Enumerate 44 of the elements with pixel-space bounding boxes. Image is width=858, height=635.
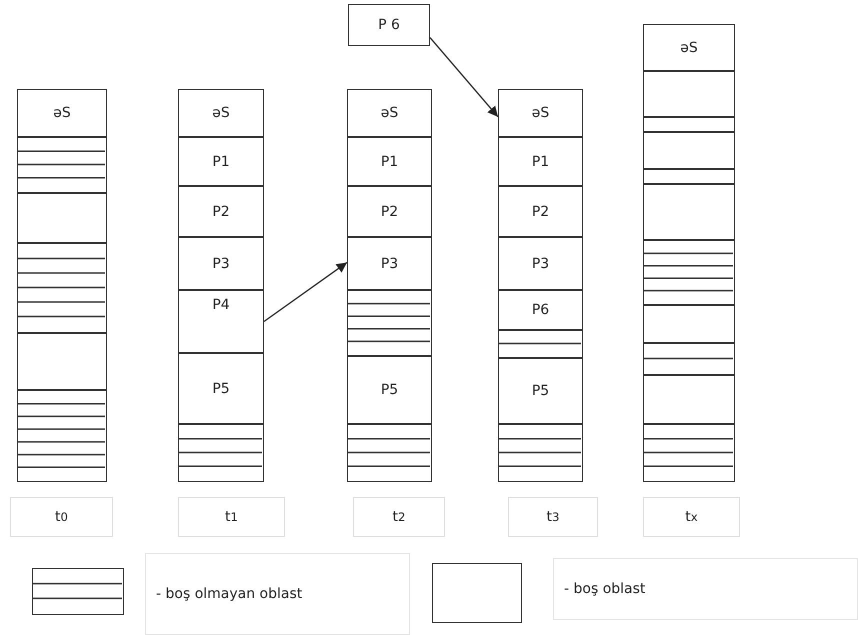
memory-cell: P5	[498, 358, 583, 424]
occupied-memory-block	[643, 424, 735, 482]
occupied-memory-block	[643, 240, 735, 305]
memory-cell: P2	[178, 186, 264, 237]
occupied-memory-block	[498, 424, 583, 482]
memory-cell: əS	[498, 89, 583, 137]
occupied-memory-block	[17, 137, 107, 193]
memory-cell: P1	[347, 137, 432, 186]
legend-label: - boş olmayan oblast	[156, 586, 302, 602]
memory-cell: P5	[347, 356, 432, 424]
memory-cell: əS	[17, 89, 107, 137]
occupied-memory-block	[178, 424, 264, 482]
memory-cell: P2	[498, 186, 583, 237]
occupied-memory-block	[643, 343, 735, 375]
free-memory-block	[643, 375, 735, 424]
free-memory-block	[17, 333, 107, 390]
occupied-memory-block	[17, 390, 107, 482]
memory-cell: P3	[178, 237, 264, 290]
free-memory-block	[643, 132, 735, 169]
process-box: P 6	[348, 4, 430, 46]
occupied-memory-block	[643, 169, 735, 184]
memory-cell: P4	[178, 290, 264, 353]
occupied-memory-block	[17, 243, 107, 333]
memory-cell: P3	[347, 237, 432, 290]
free-memory-block	[643, 184, 735, 240]
memory-cell: əS	[347, 89, 432, 137]
occupied-memory-block	[347, 290, 432, 356]
memory-cell: P6	[498, 290, 583, 330]
occupied-memory-block	[347, 424, 432, 482]
occupied-memory-block	[498, 330, 583, 358]
memory-cell: əS	[178, 89, 264, 137]
memory-cell: P1	[178, 137, 264, 186]
memory-cell: əS	[643, 24, 735, 71]
occupied-memory-block	[643, 117, 735, 132]
legend-label: - boş oblast	[564, 581, 646, 597]
free-memory-block	[17, 193, 107, 243]
memory-cell: P5	[178, 353, 264, 424]
free-memory-block	[643, 71, 735, 117]
arrow	[430, 37, 498, 118]
memory-cell: P1	[498, 137, 583, 186]
memory-cell: P2	[347, 186, 432, 237]
free-memory-block	[643, 305, 735, 343]
arrow	[264, 262, 348, 322]
memory-cell: P3	[498, 237, 583, 290]
